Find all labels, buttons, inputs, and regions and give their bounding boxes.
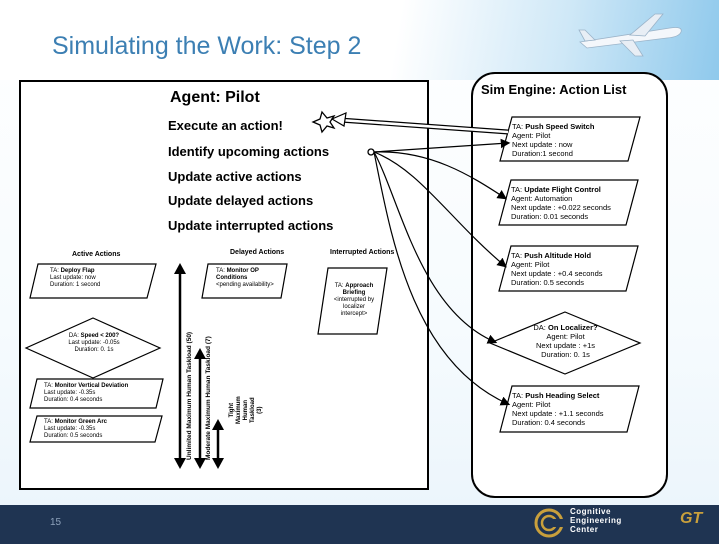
task-update-delayed: Update delayed actions: [168, 193, 314, 208]
star-icon: [311, 110, 336, 134]
sim-action-1: TA: Update Flight Control Agent: Automat…: [511, 185, 611, 221]
cec-logo-icon: [534, 508, 564, 538]
moderate-taskload-label: Moderate Maximum Human Taskload (7): [205, 336, 212, 460]
card-approach-briefing: [317, 267, 388, 335]
sim-engine-title: Sim Engine: Action List: [481, 82, 627, 97]
active-actions-header: Active Actions: [72, 251, 121, 258]
task-update-active: Update active actions: [168, 169, 302, 184]
delayed-actions-header: Delayed Actions: [230, 249, 285, 256]
task-execute: Execute an action!: [168, 118, 283, 133]
identify-arrows: [373, 138, 511, 406]
task-update-interrupted: Update interrupted actions: [168, 218, 334, 233]
active-card-3: TA: Monitor Green Arc Last update: -0.35…: [44, 419, 108, 439]
gt-logo: GT: [680, 510, 703, 527]
airplane-icon: [578, 13, 682, 57]
interrupted-card-0: TA: Approach Briefing <interrupted by lo…: [333, 283, 375, 317]
sim-card-flight-control: [498, 179, 639, 226]
card-monitor-green-arc: [29, 415, 163, 443]
target-circle-icon: [367, 148, 375, 156]
agent-title: Agent: Pilot: [170, 89, 260, 106]
sim-card-altitude-hold: [498, 245, 639, 292]
taskload-arrows: [174, 263, 224, 469]
sim-action-0: TA: Push Speed Switch Agent: Pilot Next …: [512, 122, 595, 158]
cec-brand-text: Cognitive Engineering Center: [570, 507, 622, 534]
card-speed-decision: [24, 317, 162, 379]
sim-card-on-localizer: [488, 311, 642, 375]
unlimited-taskload-label: Unlimited Maximum Human Taskload (50): [186, 331, 193, 460]
card-monitor-op: [201, 263, 288, 299]
sim-action-3: DA: On Localizer? Agent: Pilot Next upda…: [533, 323, 598, 359]
execute-arrow: [330, 112, 509, 135]
footer-bar: [0, 505, 719, 544]
card-deploy-flap: [29, 263, 157, 299]
card-monitor-vertical: [29, 378, 164, 409]
interrupted-actions-header: Interrupted Actions: [330, 249, 395, 256]
task-identify: Identify upcoming actions: [168, 144, 330, 159]
active-card-1: DA: Speed < 200? Last update: -0.05s Dur…: [68, 333, 120, 353]
slide-title: Simulating the Work: Step 2: [52, 32, 362, 60]
active-card-2: TA: Monitor Vertical Deviation Last upda…: [44, 383, 129, 403]
tight-taskload-label: Tight Maximum Human Taskload (3): [229, 396, 263, 424]
sim-action-4: TA: Push Heading Select Agent: Pilot Nex…: [512, 391, 604, 427]
sim-action-2: TA: Push Altitude Hold Agent: Pilot Next…: [511, 251, 603, 287]
delayed-card-0: TA: Monitor OP Conditions <pending avail…: [216, 268, 274, 288]
sim-card-heading-select: [499, 385, 640, 433]
page-number: 15: [50, 517, 62, 528]
active-card-0: TA: Deploy Flap Last update: now Duratio…: [50, 268, 101, 288]
